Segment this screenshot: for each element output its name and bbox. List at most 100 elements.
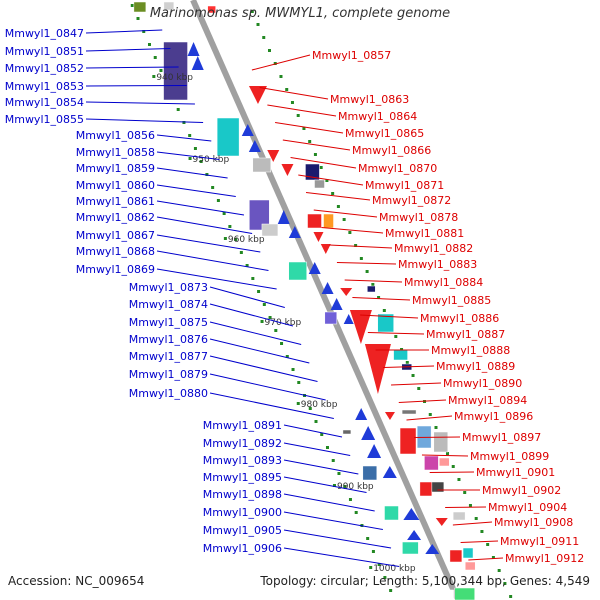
gene-arrow-reverse bbox=[384, 412, 395, 420]
leader-line-right bbox=[367, 332, 425, 335]
scale-label: 960 kbp bbox=[228, 235, 265, 245]
gene-label-right: Mmwyl1_0857 bbox=[312, 49, 391, 62]
gene-label-right: Mmwyl1_0864 bbox=[338, 110, 417, 123]
tick-dot-left bbox=[354, 511, 358, 514]
tick-dot-left bbox=[199, 160, 203, 163]
gene-label-right: Mmwyl1_0911 bbox=[500, 535, 579, 548]
leader-line-left bbox=[85, 85, 187, 87]
gene-block bbox=[163, 1, 175, 11]
gene-arrow-reverse bbox=[281, 164, 294, 176]
tick-dot-left bbox=[257, 290, 261, 293]
gene-block bbox=[249, 199, 270, 231]
tick-dot-right bbox=[359, 257, 363, 260]
gene-arrow-forward bbox=[241, 124, 254, 136]
gene-label-right: Mmwyl1_0863 bbox=[330, 93, 409, 106]
tick-dot-right bbox=[325, 179, 329, 182]
tick-dot-right bbox=[342, 218, 346, 221]
gene-label-left: Mmwyl1_0860 bbox=[76, 179, 155, 192]
gene-label-left: Mmwyl1_0880 bbox=[129, 387, 208, 400]
tick-dot-left bbox=[147, 43, 151, 46]
tick-dot-left bbox=[320, 433, 324, 436]
gene-label-right: Mmwyl1_0890 bbox=[443, 377, 522, 390]
scale-tick bbox=[188, 157, 192, 160]
tick-dot-right bbox=[497, 569, 501, 572]
gene-label-left: Mmwyl1_0867 bbox=[76, 229, 155, 242]
gene-label-right: Mmwyl1_0887 bbox=[426, 328, 505, 341]
leader-line-right bbox=[290, 157, 357, 169]
gene-block bbox=[207, 5, 216, 14]
leader-line-right bbox=[460, 540, 499, 543]
gene-label-left: Mmwyl1_0875 bbox=[129, 316, 208, 329]
gene-label-left: Mmwyl1_0855 bbox=[5, 113, 84, 126]
gene-arrow-reverse bbox=[248, 86, 267, 104]
leader-line-right bbox=[352, 297, 411, 301]
tick-dot-right bbox=[336, 205, 340, 208]
gene-block bbox=[261, 223, 279, 237]
leader-line-left bbox=[283, 459, 359, 475]
gene-label-left: Mmwyl1_0898 bbox=[203, 488, 282, 501]
gene-arrow-forward bbox=[277, 210, 290, 224]
gene-block bbox=[252, 157, 272, 173]
tick-dot-right bbox=[279, 75, 283, 78]
gene-label-left: Mmwyl1_0856 bbox=[76, 129, 155, 142]
gene-arrow-forward bbox=[403, 508, 420, 520]
tick-dot-left bbox=[297, 381, 301, 384]
tick-dot-right bbox=[256, 23, 260, 26]
leader-line-right bbox=[298, 174, 364, 186]
tick-dot-right bbox=[382, 309, 386, 312]
tick-dot-left bbox=[291, 368, 295, 371]
leader-line-left bbox=[85, 101, 195, 105]
gene-label-left: Mmwyl1_0854 bbox=[5, 96, 84, 109]
tick-dot-left bbox=[239, 251, 243, 254]
gene-label-right: Mmwyl1_0896 bbox=[454, 410, 533, 423]
leader-line-right bbox=[329, 244, 393, 249]
leader-line-right bbox=[360, 314, 419, 319]
gene-label-right: Mmwyl1_0889 bbox=[436, 360, 515, 373]
tick-dot-right bbox=[434, 426, 438, 429]
gene-block bbox=[439, 457, 450, 467]
leader-line-left bbox=[156, 268, 277, 290]
gene-arrow-reverse bbox=[435, 518, 448, 526]
tick-dot-right bbox=[262, 36, 266, 39]
accession-text: Accession: NC_009654 bbox=[8, 574, 145, 588]
leader-line-right bbox=[251, 54, 311, 71]
tick-dot-right bbox=[457, 478, 461, 481]
tick-dot-left bbox=[153, 56, 157, 59]
tick-dot-left bbox=[262, 303, 266, 306]
scale-tick bbox=[332, 484, 336, 487]
gene-block bbox=[401, 409, 417, 415]
gene-block bbox=[454, 587, 475, 600]
map-title: Marinomonas sp. MWMYL1, complete genome bbox=[149, 6, 451, 21]
gene-label-left: Mmwyl1_0874 bbox=[129, 298, 208, 311]
gene-arrow-forward bbox=[367, 444, 382, 458]
gene-label-right: Mmwyl1_0884 bbox=[404, 276, 483, 289]
gene-block bbox=[462, 547, 474, 559]
gene-block bbox=[431, 481, 445, 493]
gene-label-left: Mmwyl1_0869 bbox=[76, 263, 155, 276]
scale-label: 1000 kbp bbox=[373, 564, 416, 574]
tick-dot-left bbox=[188, 134, 192, 137]
gene-arrow-reverse bbox=[320, 244, 331, 254]
gene-label-right: Mmwyl1_0912 bbox=[505, 552, 584, 565]
leader-line-right bbox=[313, 209, 378, 218]
tick-dot-left bbox=[325, 446, 329, 449]
tick-dot-left bbox=[211, 186, 215, 189]
tick-dot-left bbox=[159, 69, 163, 72]
scale-label: 980 kbp bbox=[301, 400, 338, 410]
gene-block bbox=[288, 261, 307, 281]
leader-line-right bbox=[321, 227, 384, 234]
tick-dot-right bbox=[491, 556, 495, 559]
tick-dot-left bbox=[216, 199, 220, 202]
tick-dot-left bbox=[228, 225, 232, 228]
tick-dot-right bbox=[319, 166, 323, 169]
tick-dot-right bbox=[480, 530, 484, 533]
tick-dot-left bbox=[205, 173, 209, 176]
gene-label-right: Mmwyl1_0894 bbox=[448, 394, 527, 407]
gene-label-left: Mmwyl1_0861 bbox=[76, 195, 155, 208]
leader-line-left bbox=[209, 303, 294, 327]
leader-line-right bbox=[344, 279, 403, 283]
tick-dot-left bbox=[268, 316, 272, 319]
tick-dot-right bbox=[377, 296, 381, 299]
gene-label-right: Mmwyl1_0865 bbox=[345, 127, 424, 140]
